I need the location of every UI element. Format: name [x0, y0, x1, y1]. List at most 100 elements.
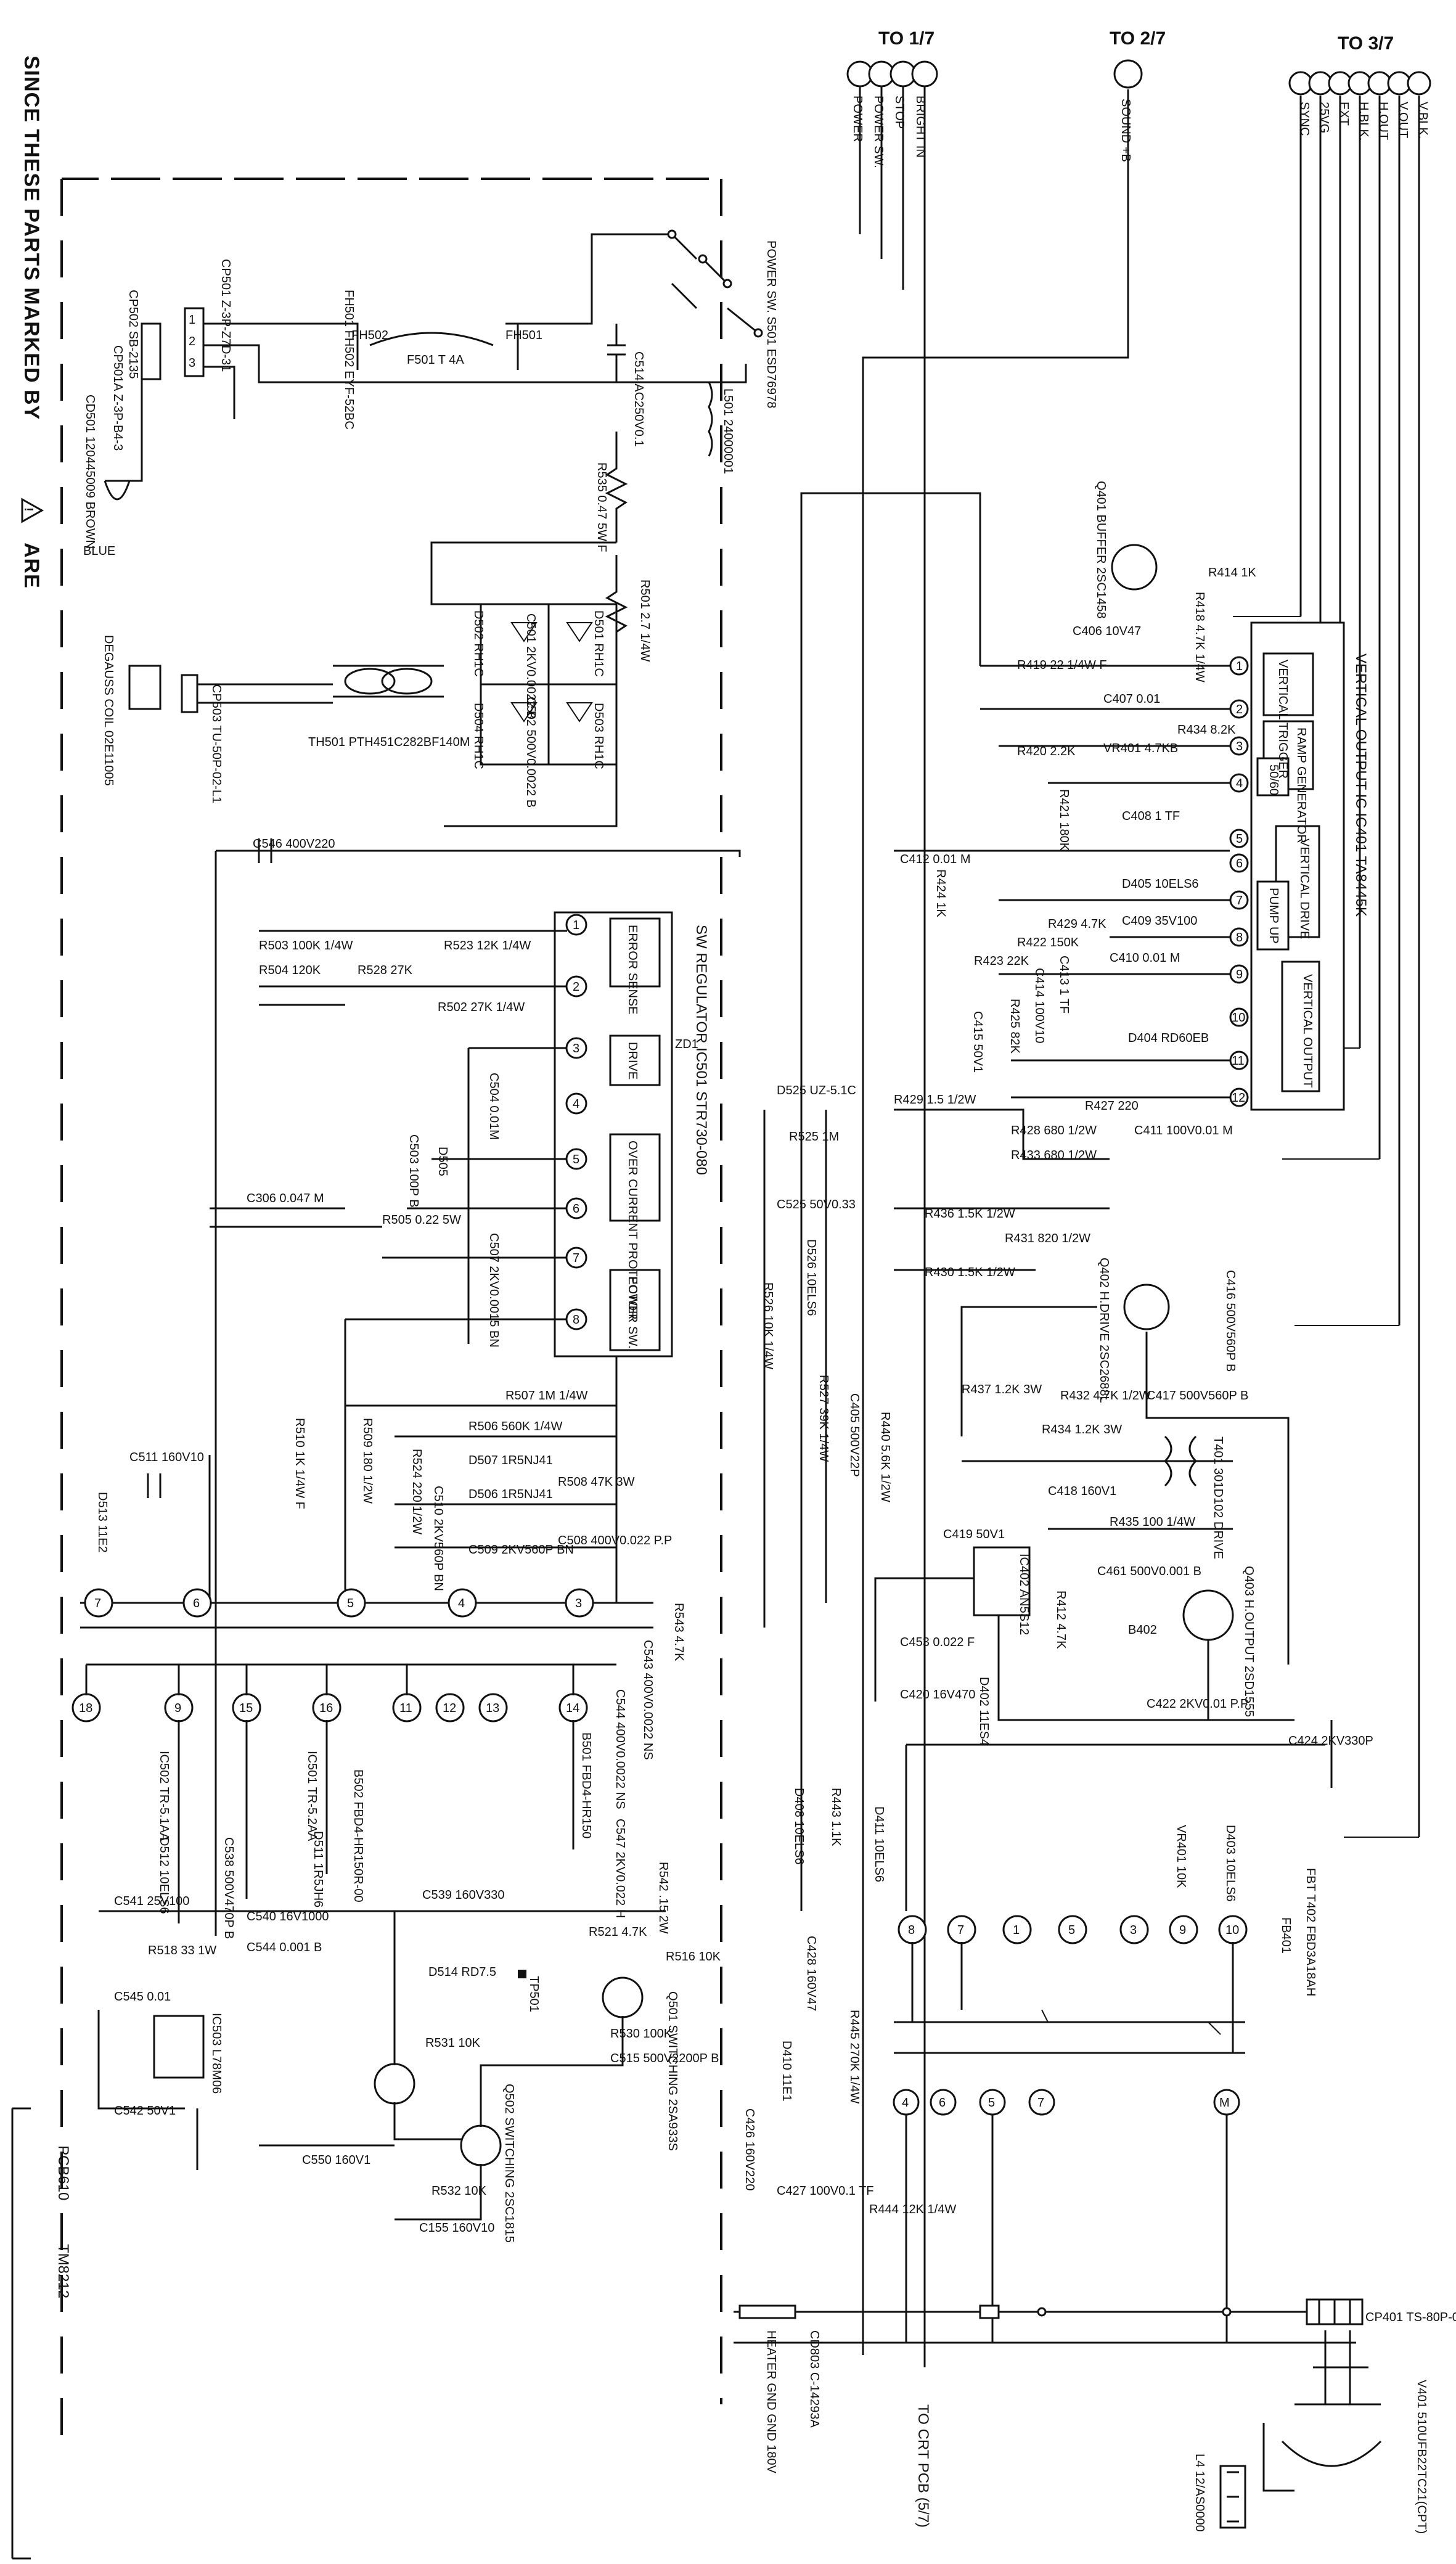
c504-label: C504 0.01M — [487, 1073, 501, 1140]
c422-label: C422 2KV0.01 P.P — [1147, 1697, 1248, 1711]
pin-ext: EXT — [1337, 102, 1351, 126]
r527-label: R527 39K 1/4W — [817, 1375, 830, 1462]
c417-label: C417 500V560P B — [1147, 1389, 1248, 1403]
cp501-header — [184, 307, 205, 377]
r518-label: R518 33 1W — [148, 1944, 216, 1957]
d505-label: D505 — [436, 1147, 449, 1176]
sw-regulator-ic501: C546 400V220 ERROR SENSE DRIVE OVER CURR… — [96, 837, 741, 1936]
r530-label: R530 100K — [610, 2027, 673, 2041]
ic503-body — [153, 2015, 205, 2079]
r532-label: R532 10K — [431, 2184, 487, 2198]
r542-label: R542 .15 2W — [656, 1862, 670, 1934]
svg-text:9: 9 — [174, 1702, 181, 1715]
svg-text:2: 2 — [1236, 703, 1243, 716]
svg-text:4: 4 — [573, 1097, 579, 1111]
svg-text:11: 11 — [1232, 1054, 1245, 1068]
block-vertical-trigger — [1262, 652, 1314, 716]
c507-label: C507 2KV0.0015 BN — [487, 1233, 501, 1348]
d514-label: D514 RD7.5 — [428, 1965, 496, 1979]
c411-label: C411 100V0.01 M — [1134, 1124, 1233, 1137]
b502-label: B502 FBD4-HR150R-00 — [351, 1769, 365, 1903]
resistor-r501: R501 2.7 1/4W — [605, 555, 652, 666]
d404-label: D404 RD60EB — [1128, 1031, 1209, 1045]
b501-label: B501 FBD4-HR150 — [579, 1732, 593, 1838]
r432-label: R432 4.7K 1/2W — [1060, 1389, 1151, 1403]
r424-label: R424 1K — [934, 869, 947, 917]
tp501-label: TP501 — [527, 1976, 541, 2012]
block-5060-label: 50/60 — [1267, 764, 1280, 795]
ic402-label: IC402 AN5S12 — [1017, 1554, 1031, 1635]
r504-label: R504 120K — [259, 964, 321, 977]
d410-label: D410 11E1 — [780, 2041, 793, 2102]
q402-label: Q402 H.DRIVE 2SC2688L — [1097, 1258, 1111, 1403]
q401-label: Q401 BUFFER 2SC1458 — [1094, 481, 1108, 618]
r508-label: R508 47K 3W — [558, 1475, 635, 1489]
svg-text:5: 5 — [573, 1153, 579, 1166]
c540-label: C540 16V1000 — [247, 1910, 329, 1923]
svg-text:8: 8 — [573, 1313, 579, 1327]
r425-label: R425 82K — [1008, 999, 1021, 1054]
r428-label: R428 680 1/2W — [1011, 1124, 1097, 1137]
svg-text:1: 1 — [1013, 1923, 1020, 1937]
cap-c514: C514 AC250V0.1 — [607, 324, 645, 447]
svg-text:16: 16 — [319, 1702, 333, 1715]
d403-label: D403 10ELS6 — [1224, 1825, 1237, 1902]
r509-label: R509 180 1/2W — [361, 1418, 374, 1504]
r507-label: R507 1M 1/4W — [505, 1389, 588, 1403]
zd1-label: ZD1 — [675, 1038, 698, 1051]
r429-label: R429 1.5 1/2W — [894, 1093, 976, 1107]
fh501-label: FH501 FH502 EYF-52BC — [342, 290, 356, 430]
bridge-rectifier: D502 RH1C D504 RH1C D501 RH1C D503 RH1C … — [472, 603, 618, 808]
d411-label: D411 10ELS6 — [872, 1806, 886, 1882]
to-2-7-label: TO 2/7 — [1110, 28, 1166, 49]
c413-label: C413 1 TF — [1057, 956, 1071, 1014]
c155-label: C155 160V10 — [419, 2221, 494, 2235]
c544-label: C544 0.001 B — [247, 1941, 322, 1954]
c409-label: C409 35V100 — [1122, 914, 1197, 928]
c514-label: C514 AC250V0.1 — [632, 351, 645, 447]
c538-label: C538 500V470P B — [222, 1837, 235, 1939]
l501-label: L501 24000001 — [721, 388, 735, 474]
c542-label: C542 50V1 — [114, 2104, 176, 2118]
r524-label: R524 220 1/2W — [410, 1449, 423, 1534]
r421-label: R421 180K — [1057, 789, 1071, 851]
q502-label: Q502 SWITCHING 2SC1815 — [502, 2084, 516, 2243]
c415-label: C415 50V1 — [971, 1011, 984, 1073]
inductor-l501: L501 24000001 — [708, 382, 735, 474]
degauss-label: DEGAUSS COIL 02E11005 — [102, 635, 115, 786]
c416-label: C416 500V560P B — [1224, 1270, 1237, 1372]
r420-label: R420 2.2K — [1017, 745, 1076, 758]
r423-label: R423 22K — [974, 954, 1029, 968]
svg-text:3: 3 — [1130, 1923, 1137, 1937]
c509-label: C509 2KV560P BN — [468, 1543, 574, 1557]
d526-label: D526 10ELS6 — [804, 1239, 818, 1316]
r430-label: R430 1.5K 1/2W — [925, 1266, 1015, 1279]
cd501-label: CD501 120445009 BROWN — [83, 395, 97, 549]
svg-text:18: 18 — [79, 1702, 92, 1715]
block-vertical-output — [1281, 960, 1320, 1092]
c426-label: C426 160V220 — [743, 2108, 756, 2190]
c544b-label: C544 400V0.0022 NS — [613, 1689, 627, 1809]
q403-transistor — [1182, 1589, 1234, 1641]
ic402-body — [973, 1546, 1031, 1616]
low-voltage-section: IC502 TR-5.1AA IC501 TR-5.2AA D512 10ELS… — [97, 1603, 721, 2243]
c510-label: C510 2KV560P BN — [431, 1486, 445, 1591]
c419-label: C419 50V1 — [943, 1528, 1005, 1541]
th501-label: TH501 PTH451C282BF140M — [308, 735, 470, 749]
svg-text:6: 6 — [573, 1202, 579, 1216]
svg-text:9: 9 — [1179, 1923, 1186, 1937]
r418-label: R418 4.7K 1/4W — [1193, 592, 1206, 682]
c508-label: C508 400V0.022 P.P — [558, 1534, 672, 1547]
c503-label: C503 100P B — [407, 1134, 420, 1208]
thermistor-th501: TH501 PTH451C282BF140M — [308, 665, 470, 749]
block-drive-label: DRIVE — [626, 1042, 639, 1079]
warning-triangle-icon: ! — [21, 498, 44, 523]
r437-label: R437 1.2K 3W — [962, 1383, 1042, 1396]
r422-label: R422 150K — [1017, 936, 1079, 949]
svg-text:10: 10 — [1225, 1923, 1239, 1937]
ic501b-label: IC501 TR-5.2AA — [305, 1751, 319, 1841]
fuse-f501-label: F501 T 4A — [407, 353, 464, 367]
c418-label: C418 160V1 — [1048, 1485, 1116, 1498]
bus-line-2-7 — [862, 89, 1129, 2355]
power-sw-label: POWER SW. S501 ESD76978 — [764, 240, 778, 408]
